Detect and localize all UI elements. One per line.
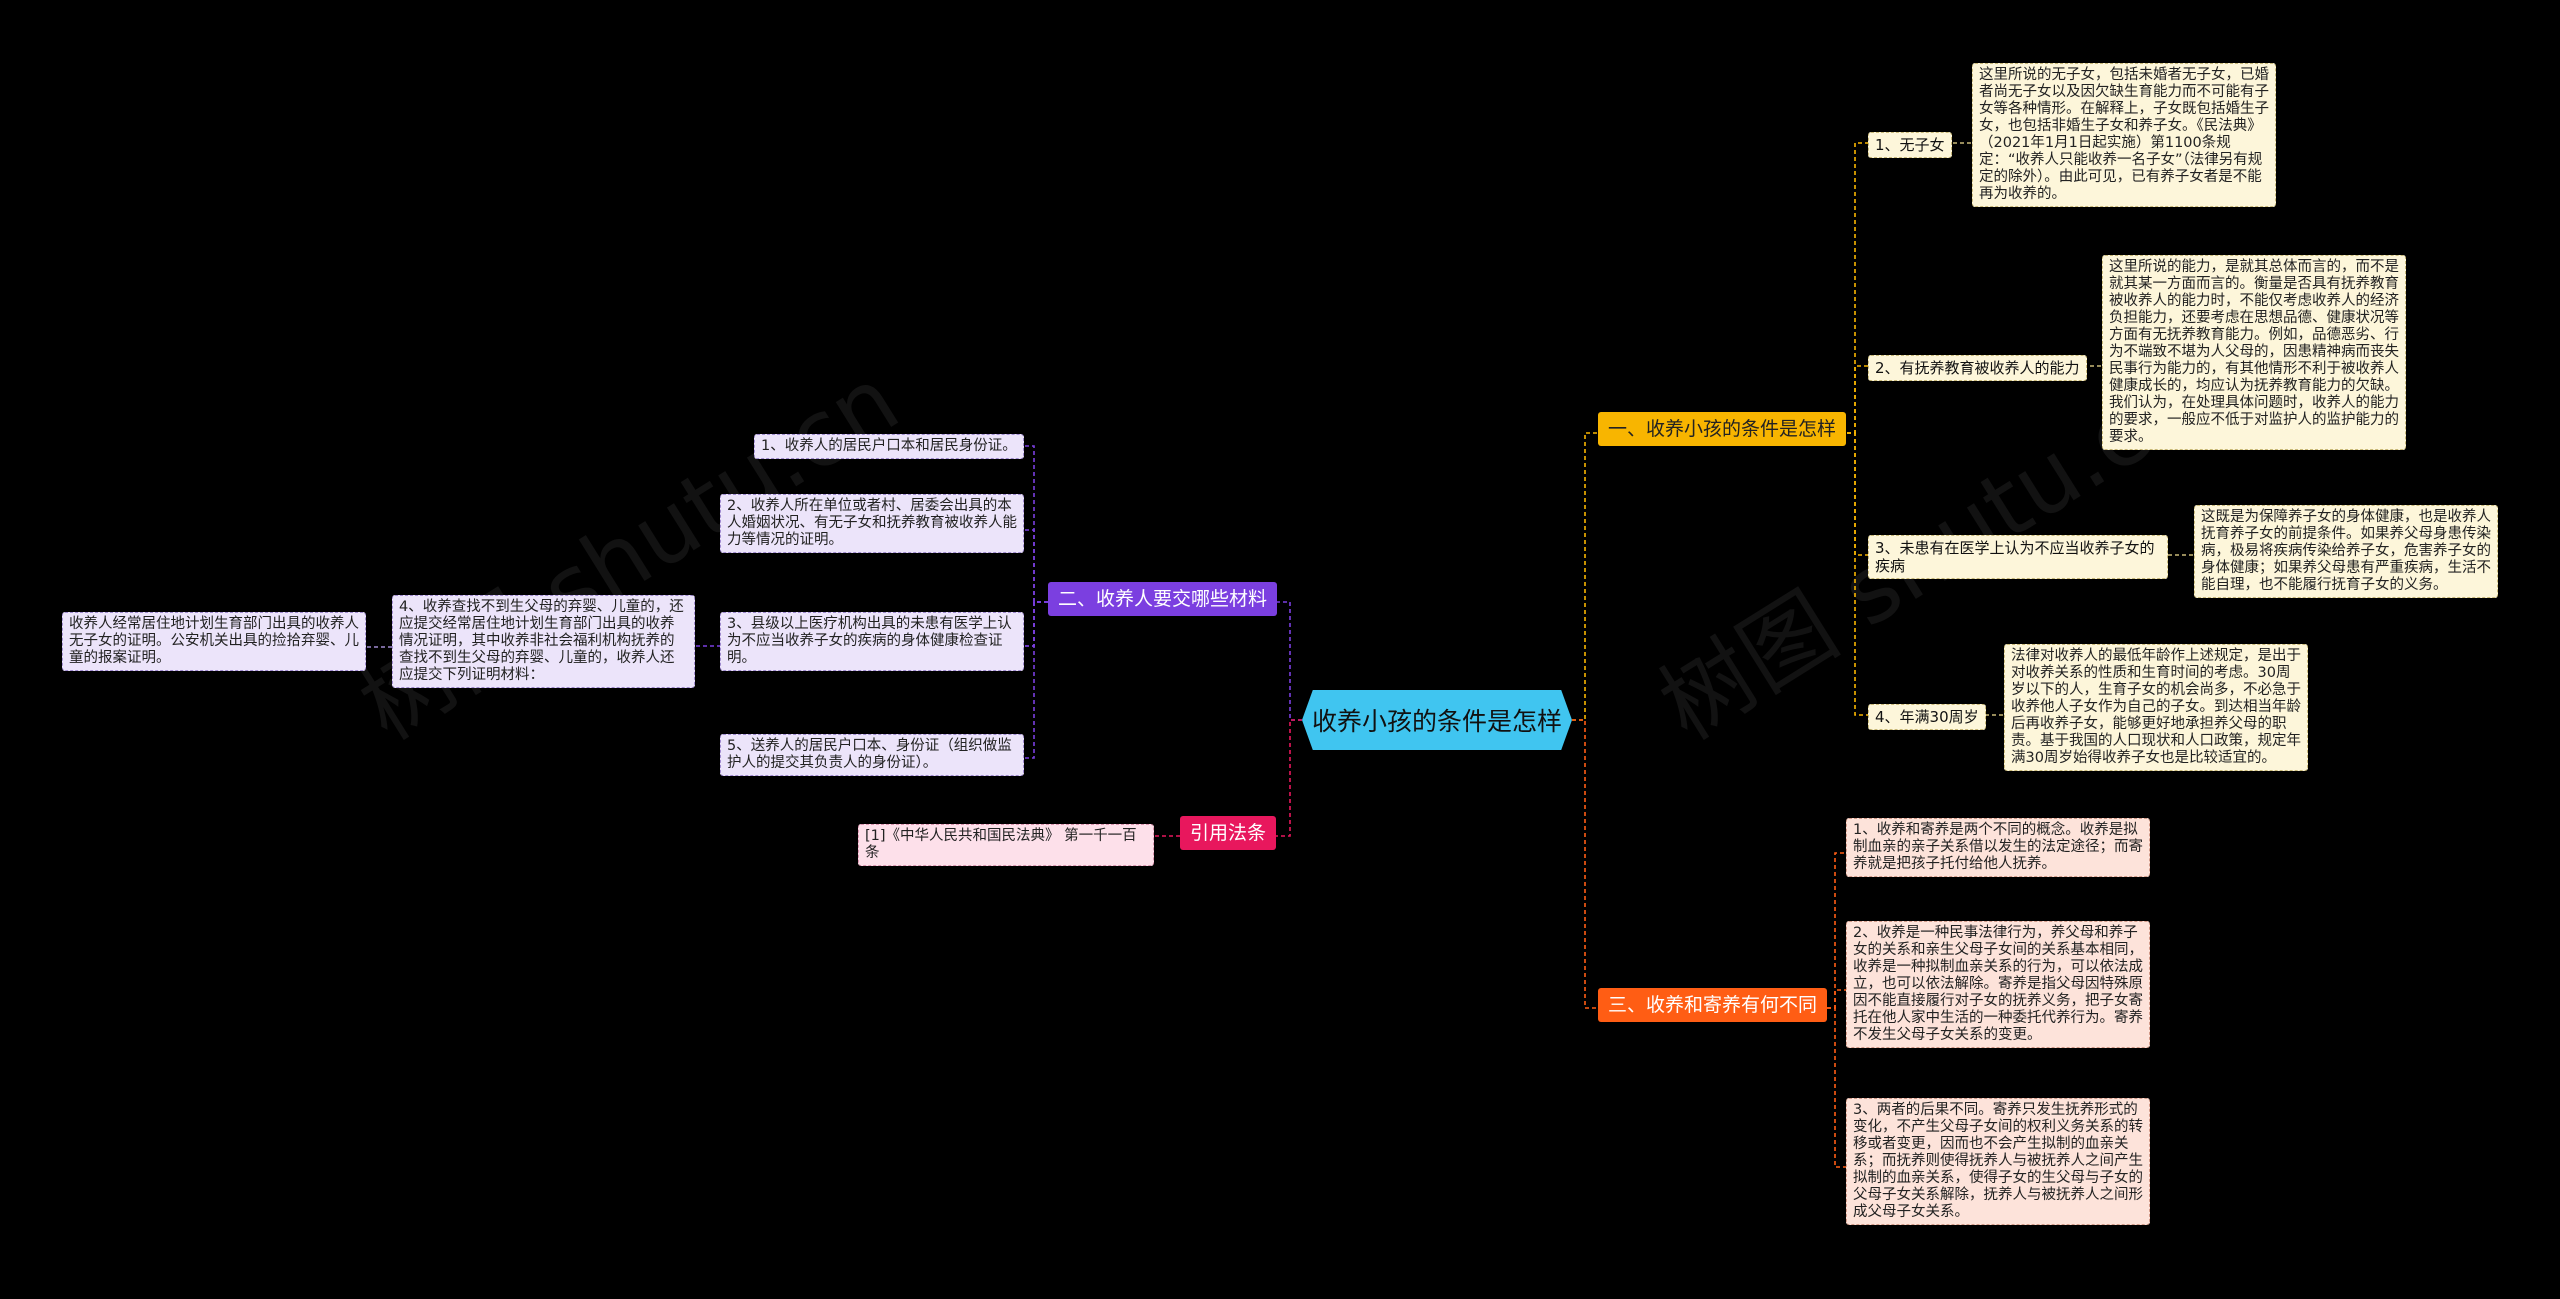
section-references[interactable]: 引用法条 — [1180, 816, 1277, 850]
material-item-2: 2、收养人所在单位或者村、居委会出具的本人婚姻状况、有无子女和抚养教育被收养人能… — [720, 494, 1024, 553]
difference-item-3: 3、两者的后果不同。寄养只发生抚养形式的变化，不产生父母子女间的权利义务关系的转… — [1846, 1098, 2150, 1225]
root-topic[interactable]: 收养小孩的条件是怎样 — [1302, 690, 1572, 750]
difference-item-1: 1、收养和寄养是两个不同的概念。收养是拟制血亲的亲子关系借以发生的法定途径；而寄… — [1846, 818, 2150, 877]
material-item-4: 4、收养查找不到生父母的弃婴、儿童的，还应提交经常居住地计划生育部门出具的收养情… — [392, 595, 695, 688]
condition-detail-health: 这既是为保障养子女的身体健康，也是收养人抚育养子女的前提条件。如果养父母身患传染… — [2194, 505, 2498, 598]
section-differences[interactable]: 三、收养和寄养有何不同 — [1598, 988, 1828, 1022]
material-item-4-sub: 收养人经常居住地计划生育部门出具的收养人无子女的证明。公安机关出具的捡拾弃婴、儿… — [62, 612, 366, 671]
condition-detail-no-children: 这里所说的无子女，包括未婚者无子女，已婚者尚无子女以及因欠缺生育能力而不可能有子… — [1972, 63, 2276, 207]
condition-label-health[interactable]: 3、未患有在医学上认为不应当收养子女的疾病 — [1868, 535, 2168, 579]
reference-item[interactable]: [1]《中华人民共和国民法典》 第一千一百条 — [858, 824, 1154, 866]
condition-label-ability[interactable]: 2、有抚养教育被收养人的能力 — [1868, 355, 2087, 381]
condition-detail-age: 法律对收养人的最低年龄作上述规定，是出于对收养关系的性质和生育时间的考虑。30周… — [2004, 644, 2308, 771]
material-item-1: 1、收养人的居民户口本和居民身份证。 — [754, 434, 1024, 459]
difference-item-2: 2、收养是一种民事法律行为，养父母和养子女的关系和亲生父母子女间的关系基本相同，… — [1846, 921, 2150, 1048]
material-item-5: 5、送养人的居民户口本、身份证（组织做监护人的提交其负责人的身份证）。 — [720, 734, 1024, 776]
material-item-3: 3、县级以上医疗机构出具的未患有医学上认为不应当收养子女的疾病的身体健康检查证明… — [720, 612, 1024, 671]
section-materials[interactable]: 二、收养人要交哪些材料 — [1048, 582, 1278, 616]
condition-label-no-children[interactable]: 1、无子女 — [1868, 132, 1952, 158]
section-conditions[interactable]: 一、收养小孩的条件是怎样 — [1598, 412, 1847, 446]
condition-detail-ability: 这里所说的能力，是就其总体而言的，而不是就其某一方面而言的。衡量是否具有抚养教育… — [2102, 255, 2406, 450]
condition-label-age[interactable]: 4、年满30周岁 — [1868, 704, 1986, 730]
